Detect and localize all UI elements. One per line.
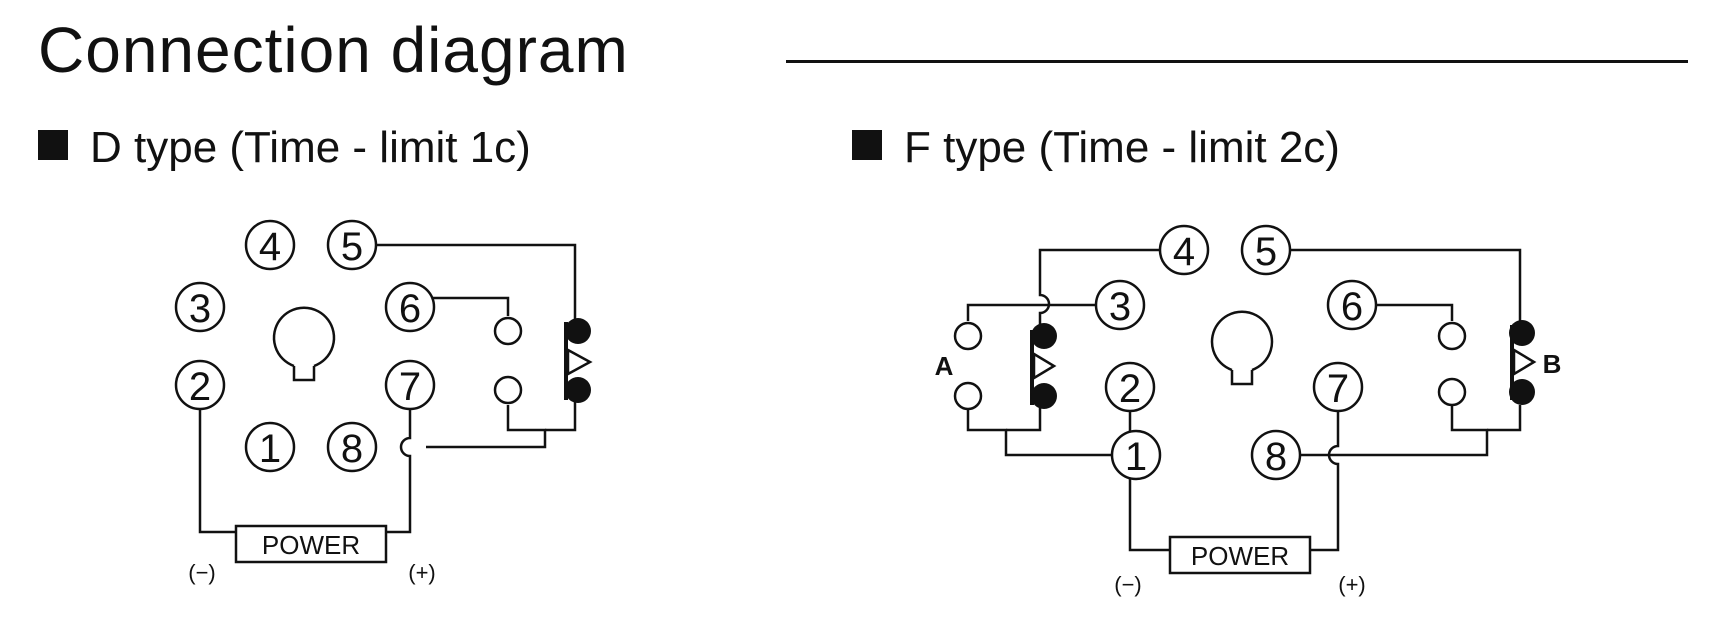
wire-left-common (1006, 405, 1042, 432)
no-contact-icon (493, 375, 523, 405)
square-bullet-icon (38, 130, 68, 160)
svg-text:4: 4 (1173, 230, 1195, 274)
svg-text:3: 3 (189, 287, 211, 331)
pin-8: 8 (326, 421, 378, 473)
contact-dot-icon (565, 318, 591, 344)
d-type-heading-text: D type (Time - limit 1c) (90, 123, 531, 172)
socket-key (1230, 370, 1254, 386)
svg-text:7: 7 (399, 365, 421, 409)
contact-b-nc-icon (1437, 321, 1467, 351)
socket-key-circle (1210, 310, 1274, 372)
contact-b-label: B (1543, 349, 1562, 379)
wire-pin5 (1290, 248, 1522, 325)
svg-text:5: 5 (1255, 230, 1277, 274)
socket-key-circle (272, 306, 336, 368)
pin-8: 8 (1250, 429, 1302, 481)
pin-4: 4 (1158, 224, 1210, 276)
wire-pin7 (1310, 410, 1340, 552)
pin-3: 3 (1094, 279, 1146, 331)
contact-dot-icon (565, 377, 591, 403)
svg-text:1: 1 (259, 427, 281, 471)
time-limit-arrow-icon (566, 347, 593, 377)
pin-7: 7 (384, 359, 436, 411)
wire-pin8 (1300, 405, 1489, 457)
wire-pin6 (1376, 303, 1454, 321)
svg-text:6: 6 (399, 287, 421, 331)
svg-text:5: 5 (341, 225, 363, 269)
pin-5: 5 (326, 219, 378, 271)
pin-2: 2 (1104, 361, 1156, 413)
svg-text:7: 7 (1327, 367, 1349, 411)
wire-pin2 (198, 408, 236, 534)
wire-pin6 (426, 296, 510, 316)
power-label: POWER (1191, 541, 1289, 571)
contact-b-no-icon (1437, 377, 1467, 407)
wire-pin3 (966, 303, 1096, 321)
wire-common (545, 400, 577, 432)
positive-label: (+) (408, 560, 436, 585)
power-box (1168, 535, 1312, 575)
power-label: POWER (262, 530, 360, 560)
time-limit-arrow-icon (1032, 351, 1057, 381)
contact-dot-icon (1031, 323, 1057, 349)
pin-2: 2 (174, 359, 226, 411)
pin-5: 5 (1240, 224, 1292, 276)
contact-a-no-icon (953, 381, 983, 411)
d-type-heading: D type (Time - limit 1c) (38, 126, 531, 170)
contact-dot-icon (1509, 379, 1535, 405)
pin-4: 4 (244, 219, 296, 271)
contact-a-label: A (935, 351, 954, 381)
wire-pin7 (386, 408, 412, 534)
page-title: Connection diagram (38, 14, 629, 86)
negative-label: (−) (1114, 572, 1142, 597)
pin-6: 6 (1326, 279, 1378, 331)
contact-dot-icon (1031, 383, 1057, 409)
power-box (234, 524, 388, 564)
svg-text:2: 2 (189, 365, 211, 409)
svg-text:1: 1 (1125, 435, 1147, 479)
pin-7: 7 (1312, 361, 1364, 413)
positive-label: (+) (1338, 572, 1366, 597)
negative-label: (−) (188, 560, 216, 585)
square-bullet-icon (852, 130, 882, 160)
time-limit-arrow-icon (1512, 347, 1537, 377)
svg-text:4: 4 (259, 225, 281, 269)
svg-text:3: 3 (1109, 285, 1131, 329)
pin-1: 1 (1110, 429, 1162, 481)
contact-dot-icon (1509, 320, 1535, 346)
contact-a-nc-icon (953, 321, 983, 351)
socket-key (292, 366, 316, 382)
svg-text:6: 6 (1341, 285, 1363, 329)
wire-pin5 (376, 243, 577, 325)
f-type-heading: F type (Time - limit 2c) (852, 126, 1340, 170)
svg-text:2: 2 (1119, 367, 1141, 411)
pin-3: 3 (174, 281, 226, 333)
pin-6: 6 (384, 281, 436, 333)
title-rule (786, 60, 1688, 63)
wire-right-common (1487, 405, 1522, 432)
pin-1: 1 (244, 421, 296, 473)
svg-text:8: 8 (1265, 435, 1287, 479)
wire-pin4 (1038, 248, 1160, 330)
nc-contact-icon (493, 316, 523, 346)
f-type-heading-text: F type (Time - limit 2c) (904, 123, 1340, 172)
svg-text:8: 8 (341, 427, 363, 471)
